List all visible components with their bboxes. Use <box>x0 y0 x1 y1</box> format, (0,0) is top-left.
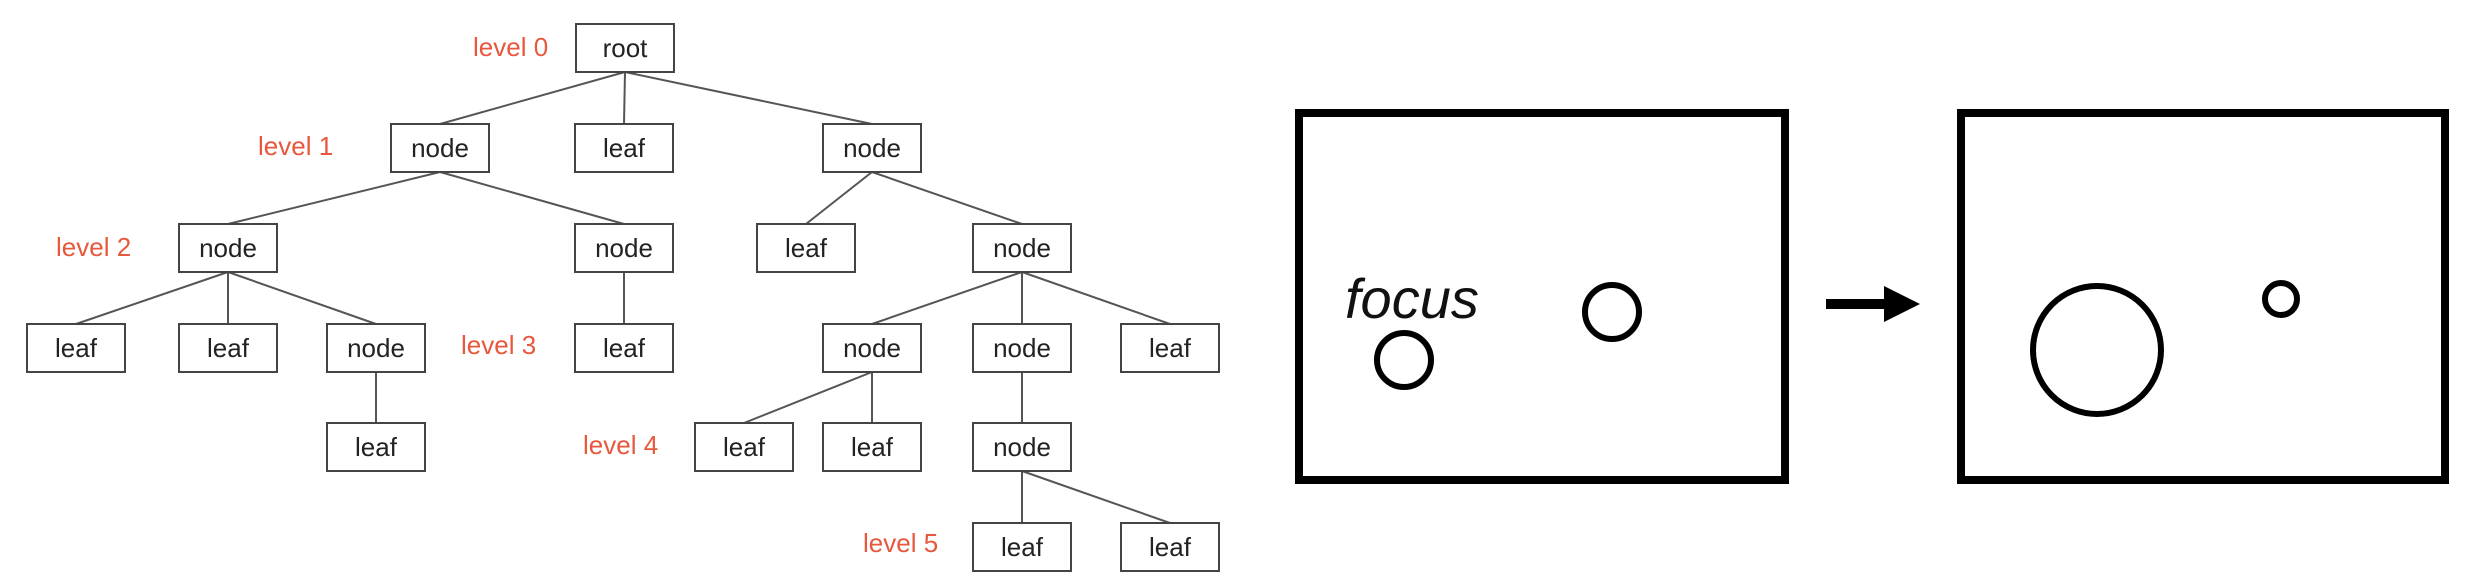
tree-box-label: leaf <box>355 432 398 462</box>
tree-node-box: node <box>822 323 922 373</box>
tree-box-label: leaf <box>207 333 250 363</box>
tree-box-border <box>694 422 794 472</box>
tree-leaf-box: leaf <box>694 422 794 472</box>
tree-edge <box>743 371 873 424</box>
tree-edge <box>624 71 873 125</box>
tree-nodes: root node leaf node node node leaf node leaf leaf… <box>26 23 1220 572</box>
tree-box-label: node <box>843 133 901 163</box>
tree-leaf-box: leaf <box>574 323 674 373</box>
tree-box-label: node <box>993 333 1051 363</box>
tree-edge <box>439 171 625 225</box>
tree-box-border <box>822 422 922 472</box>
tree-leaf-box: leaf <box>972 522 1072 572</box>
tree-box-border <box>575 23 675 73</box>
tree-edge <box>75 271 229 325</box>
focused-circle-enlarged <box>2030 283 2164 417</box>
tree-box-label: node <box>595 233 653 263</box>
focus-label: focus <box>1345 267 1479 330</box>
right-arrow-icon <box>1826 286 1920 322</box>
tree-edge <box>871 271 1023 325</box>
tree-node-box: node <box>972 422 1072 472</box>
level-3-label: level 3 <box>461 330 536 360</box>
tree-box-label: leaf <box>851 432 894 462</box>
tree-node-box: node <box>390 123 490 173</box>
focus-after-frame <box>1957 109 2449 484</box>
tree-box-border <box>178 223 278 273</box>
tree-edge <box>227 271 377 325</box>
tree-box-border <box>1120 522 1220 572</box>
tree-edge <box>227 171 441 225</box>
tree-box-border <box>574 323 674 373</box>
tree-box-border <box>574 123 674 173</box>
tree-leaf-box: leaf <box>26 323 126 373</box>
tree-leaf-box: leaf <box>756 223 856 273</box>
tree-edges <box>75 71 1171 524</box>
tree-box-border <box>26 323 126 373</box>
tree-box-label: root <box>603 33 649 63</box>
tree-box-label: leaf <box>603 133 646 163</box>
tree-edge <box>1021 470 1171 524</box>
before-frame-border <box>1295 109 1789 484</box>
focused-circle-small <box>1374 330 1434 390</box>
tree-box-label: node <box>347 333 405 363</box>
level-labels: level 0 level 1 level 2 level 3 level 4 … <box>56 32 938 558</box>
tree-box-label: node <box>843 333 901 363</box>
tree-box-border <box>822 323 922 373</box>
tree-box-border <box>1120 323 1220 373</box>
tree-box-border <box>326 323 426 373</box>
tree-box-label: leaf <box>1149 532 1192 562</box>
tree-box-border <box>972 323 1072 373</box>
tree-box-border <box>972 422 1072 472</box>
other-circle-before <box>1582 282 1642 342</box>
tree-box-label: node <box>993 432 1051 462</box>
tree-box-border <box>390 123 490 173</box>
tree-box-label: node <box>411 133 469 163</box>
level-0-label: level 0 <box>473 32 548 62</box>
tree-leaf-box: leaf <box>822 422 922 472</box>
tree-box-label: leaf <box>723 432 766 462</box>
level-4-label: level 4 <box>583 430 658 460</box>
level-5-label: level 5 <box>863 528 938 558</box>
other-circle-shrunk <box>2262 280 2300 318</box>
tree-node-box: node <box>972 223 1072 273</box>
tree-node-box: node <box>972 323 1072 373</box>
tree-root-box: root <box>575 23 675 73</box>
tree-edge <box>439 71 626 125</box>
tree-box-border <box>822 123 922 173</box>
tree-leaf-box: leaf <box>326 422 426 472</box>
tree-box-label: leaf <box>785 233 828 263</box>
tree-node-box: node <box>822 123 922 173</box>
tree-box-label: leaf <box>1149 333 1192 363</box>
tree-box-label: leaf <box>603 333 646 363</box>
level-1-label: level 1 <box>258 131 333 161</box>
tree-edge <box>871 171 1023 225</box>
tree-node-box: node <box>178 223 278 273</box>
tree-edge <box>623 71 626 125</box>
tree-node-box: node <box>574 223 674 273</box>
tree-leaf-box: leaf <box>1120 323 1220 373</box>
tree-leaf-box: leaf <box>1120 522 1220 572</box>
level-2-label: level 2 <box>56 232 131 262</box>
focus-before-frame: focus <box>1295 109 1789 484</box>
tree-edge <box>805 171 873 225</box>
tree-box-label: node <box>993 233 1051 263</box>
tree-box-border <box>178 323 278 373</box>
tree-box-border <box>972 522 1072 572</box>
tree-box-border <box>326 422 426 472</box>
tree-box-label: leaf <box>55 333 98 363</box>
after-frame-border <box>1957 109 2449 484</box>
tree-box-label: leaf <box>1001 532 1044 562</box>
tree-box-border <box>972 223 1072 273</box>
tree-diagram: root node leaf node node node leaf node leaf leaf… <box>26 23 1220 572</box>
tree-leaf-box: leaf <box>178 323 278 373</box>
tree-node-box: node <box>326 323 426 373</box>
tree-box-border <box>574 223 674 273</box>
tree-edge <box>1021 271 1171 325</box>
tree-leaf-box: leaf <box>574 123 674 173</box>
tree-box-label: node <box>199 233 257 263</box>
tree-box-border <box>756 223 856 273</box>
